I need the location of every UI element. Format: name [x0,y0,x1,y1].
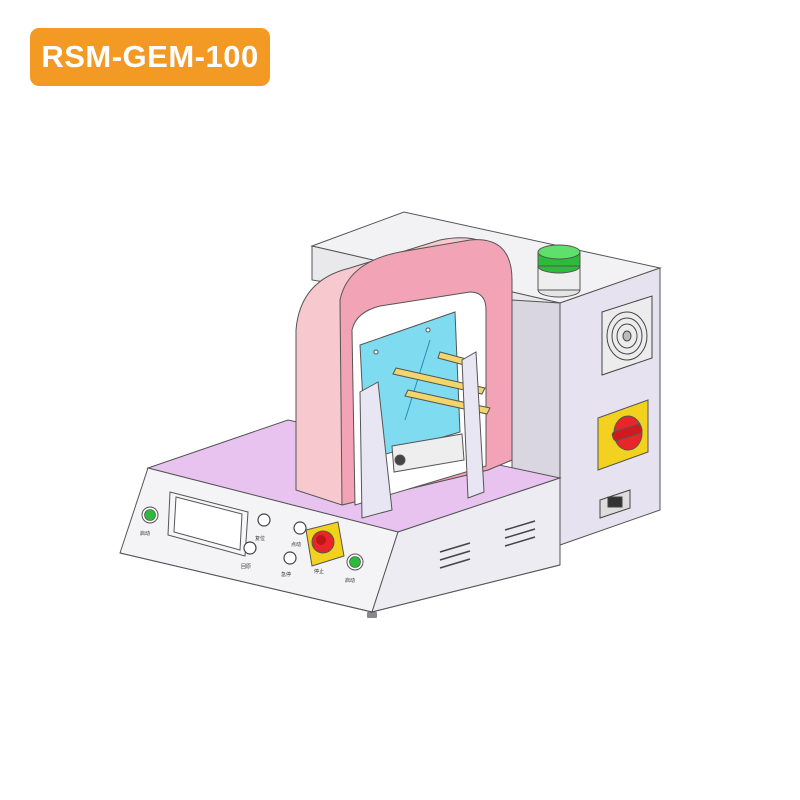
panel-button-top-label: 复位 [255,535,265,542]
right-start-label: 启动 [345,577,355,584]
base-outline [119,552,561,613]
control-panel [167,491,249,557]
front-vents [439,520,536,569]
panel-button-right-top-label: 点动 [291,541,301,548]
emergency-stop-icon[interactable] [305,521,345,567]
right-start-button[interactable] [346,553,364,571]
panel-button-right-top[interactable] [293,521,307,535]
emergency-stop-label: 停止 [314,568,324,575]
left-start-label: 启动 [140,530,150,537]
panel-button-mid-label: 回原 [241,564,251,570]
model-badge: RSM-GEM-100 [30,28,270,86]
rotary-switch-icon[interactable] [597,399,649,471]
panel-button-mid[interactable] [243,541,257,555]
panel-button-top[interactable] [257,513,271,527]
side-supports [359,351,485,519]
fan-grille-icon [601,295,653,376]
left-start-button[interactable] [141,506,159,524]
panel-button-right-bottom[interactable] [283,551,297,565]
status-beacon-icon [537,244,581,298]
panel-button-right-bottom-label: 急停 [281,571,291,578]
power-socket-icon[interactable] [599,489,631,519]
